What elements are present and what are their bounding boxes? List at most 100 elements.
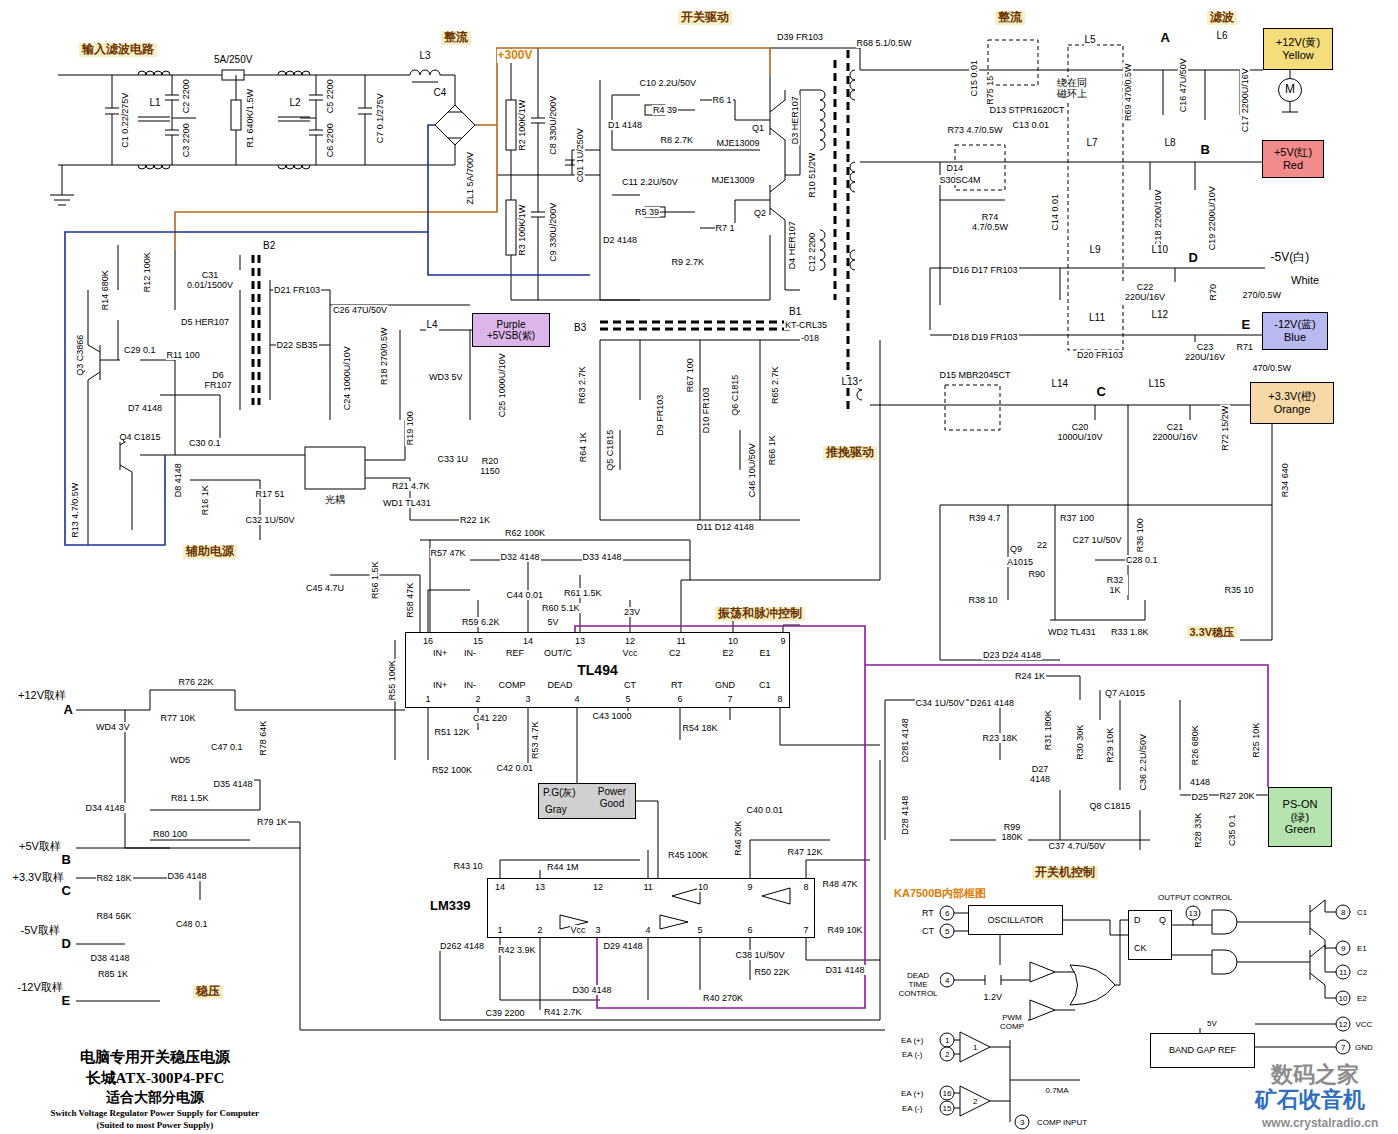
component-label: R74 4.7/0.5W	[963, 212, 1017, 233]
component-label: C9 330U/200V	[548, 202, 558, 263]
component-label: 3	[525, 694, 532, 704]
component-label: R34 640	[1280, 462, 1290, 498]
component-label: C36 2.2U/50V	[1138, 733, 1148, 792]
node-text: CK	[1134, 943, 1147, 953]
component-label: 270/0.5W	[1242, 290, 1283, 300]
component-label: 13	[1188, 909, 1199, 918]
component-label: D36 4148	[167, 871, 208, 881]
component-label: R13 4.7/0.5W	[70, 482, 80, 539]
component-label: R6 1	[712, 95, 733, 105]
component-label: R71	[1236, 342, 1255, 352]
component-label: C12 2200	[807, 232, 817, 273]
component-label: R61 1.5K	[563, 588, 603, 598]
component-label: C17 2200U/16V	[1240, 67, 1250, 133]
component-label: C21 2200U/16V	[1149, 422, 1201, 443]
component-label: L7	[1086, 137, 1099, 149]
section-title: 辅助电源	[183, 545, 237, 559]
component-label: C25 1000U/10V	[497, 352, 507, 418]
component-label: C27 1U/50V	[1072, 535, 1123, 545]
component-label: 9	[780, 636, 787, 646]
component-label: DEAD TIME CONTROL	[896, 971, 940, 999]
component-label: E1	[759, 648, 772, 658]
component-label: D262 4148	[439, 941, 485, 951]
component-label: L1	[149, 97, 162, 109]
component-label: Q2	[753, 208, 767, 218]
component-label: KT-CRL35	[784, 320, 828, 330]
test-point-letter: C	[61, 884, 72, 899]
component-label: R27 20K	[1219, 791, 1256, 801]
component-label: R60 5.1K	[541, 603, 581, 613]
node-text: +5VSB(紫)	[487, 330, 535, 342]
component-label: 4	[944, 976, 950, 985]
component-label: L4	[426, 319, 439, 331]
component-label: EA (+)	[900, 1036, 924, 1045]
component-label: IN-	[463, 648, 477, 658]
component-label: C13 0.01	[1012, 120, 1051, 130]
component-label: 3	[595, 925, 602, 935]
function-block: OSCILLATOR	[968, 905, 1063, 935]
component-label: Q7 A1015	[1104, 688, 1146, 698]
component-label: S30SC4M	[939, 175, 982, 185]
component-label: EA (-)	[901, 1050, 923, 1059]
component-label: R40 270K	[702, 993, 744, 1003]
component-label: 9	[747, 882, 754, 892]
node-text: LM339	[430, 899, 470, 914]
test-point-letter: A	[1160, 31, 1171, 46]
component-label: 11	[643, 882, 654, 892]
component-label: CT	[921, 926, 935, 936]
component-label: R16 1K	[200, 484, 210, 516]
component-label: R18 270/0.5W	[379, 326, 389, 386]
component-label: R65 2.7K	[770, 365, 780, 405]
test-point-letter: E	[1241, 318, 1252, 333]
component-label: D25	[1191, 792, 1210, 802]
component-label: Vcc	[622, 648, 639, 658]
component-label: D20 FR103	[1076, 350, 1124, 360]
section-title: 开关机控制	[1032, 866, 1098, 880]
component-label: D7 4148	[127, 403, 163, 413]
component-label: R8 2.7K	[660, 135, 695, 145]
component-label: R5 39	[634, 207, 660, 217]
component-label: R82 18K	[96, 873, 133, 883]
component-label: C2	[668, 648, 682, 658]
component-label: PWM COMP	[996, 1013, 1028, 1031]
output-rail-tag: +5V(红)Red	[1262, 140, 1324, 178]
component-label: 4148	[1189, 777, 1211, 787]
fan-motor-symbol: M	[1278, 78, 1302, 102]
component-label: OUT/C	[543, 648, 573, 658]
component-label: -5V(白)	[1270, 251, 1311, 265]
component-label: D14	[946, 163, 965, 173]
node-text: BAND GAP REF	[1169, 1045, 1236, 1055]
component-label: D35 4148	[213, 779, 254, 789]
component-label: C1	[758, 680, 772, 690]
component-label: C15 0.01	[969, 59, 979, 98]
component-label: R38 10	[968, 595, 999, 605]
component-label: 15	[472, 636, 484, 646]
component-label: R70	[1208, 283, 1218, 302]
component-label: R28 33K	[1193, 812, 1203, 849]
component-label: D22 SB35	[276, 340, 319, 350]
component-label: C38 1U/50V	[735, 950, 786, 960]
component-label: COMP INPUT	[1036, 1118, 1088, 1127]
component-label: R48 47K	[822, 879, 859, 889]
component-label: R23 18K	[982, 733, 1019, 743]
component-label: R69 470/0.5W	[1123, 62, 1133, 122]
component-label: 10	[727, 636, 739, 646]
component-label: 1.2V	[983, 992, 1004, 1002]
component-label: R85 1K	[97, 969, 129, 979]
component-label: L10	[1151, 244, 1170, 256]
component-label: R10 51/2W	[807, 152, 817, 199]
component-label: R19 100	[405, 410, 415, 446]
component-label: C43 1000	[592, 711, 633, 721]
component-label: C10 2.2U/50V	[639, 78, 698, 88]
node-text: M	[1285, 83, 1295, 97]
component-label: B3	[573, 322, 587, 334]
component-label: C34 1U/50V	[915, 698, 966, 708]
component-label: B2	[262, 240, 276, 252]
component-label: R78 64K	[258, 720, 268, 757]
component-label: D5 HER107	[180, 317, 230, 327]
component-label: R56 1.5K	[370, 560, 380, 600]
section-title: 整流	[995, 11, 1025, 25]
component-label: 5	[697, 925, 704, 935]
component-label: C01 1U/250V	[575, 127, 585, 183]
component-label: 2	[475, 694, 482, 704]
